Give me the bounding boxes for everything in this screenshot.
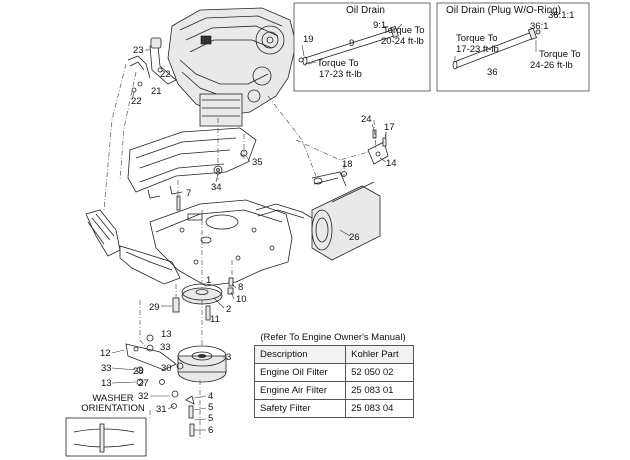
callout-4: 4 bbox=[208, 391, 213, 402]
belt-guard bbox=[85, 209, 181, 285]
clutch-hardware bbox=[136, 334, 195, 437]
bolt-10 bbox=[227, 287, 234, 295]
callout-36-1-1: 36:1:1 bbox=[548, 10, 574, 21]
inset-oil-drain-oring: Oil Drain (Plug W/O-Ring) Torque To 17-2… bbox=[436, 2, 590, 92]
table-row: Engine Air Filter 25 083 01 bbox=[253, 381, 414, 400]
callout-17: 17 bbox=[384, 122, 395, 133]
inset-oil-drain-torque-b-line1: Torque To bbox=[317, 58, 359, 69]
washer-label-line2: ORIENTATION bbox=[81, 403, 145, 414]
inset-oil-drain-torque-a-line2: 20-24 ft-lb bbox=[381, 36, 424, 47]
inset-oil-drain: Oil Drain Torque To 20-24 ft-lb Torque T… bbox=[293, 2, 431, 92]
washer-orientation-detail bbox=[65, 417, 147, 457]
spacer-29 bbox=[172, 297, 180, 313]
callout-3: 3 bbox=[226, 352, 231, 363]
callout-24: 24 bbox=[361, 114, 372, 125]
callout-13-b: 13 bbox=[101, 378, 112, 389]
callout-6: 6 bbox=[208, 425, 213, 436]
callout-33-a: 33 bbox=[160, 342, 171, 353]
inset-oil-drain-torque-a-line1: Torque To bbox=[383, 25, 425, 36]
callout-30: 30 bbox=[161, 363, 172, 374]
callout-22-b: 22 bbox=[131, 96, 142, 107]
row-description: Engine Oil Filter bbox=[253, 363, 347, 382]
callout-22-a: 22 bbox=[160, 69, 171, 80]
callout-27: 27 bbox=[138, 378, 149, 389]
callout-leaders bbox=[111, 49, 387, 431]
engine-parts-reference: (Refer To Engine Owner's Manual) Descrip… bbox=[248, 332, 418, 418]
callout-2: 2 bbox=[226, 304, 231, 315]
inset-oil-drain-oring-torque-a-line2: 17-23 ft-lb bbox=[456, 44, 499, 55]
row-part: 25 083 04 bbox=[345, 399, 414, 418]
callout-13-a: 13 bbox=[161, 329, 172, 340]
callout-36: 36 bbox=[487, 67, 498, 78]
breather-hose bbox=[127, 55, 151, 93]
inset-oil-drain-oring-torque-a-line1: Torque To bbox=[456, 33, 498, 44]
muffler-26 bbox=[311, 181, 381, 261]
callout-34: 34 bbox=[211, 182, 222, 193]
callout-18: 18 bbox=[342, 159, 353, 170]
parts-note-title: (Refer To Engine Owner's Manual) bbox=[260, 332, 406, 343]
washer-orientation-label: WASHER ORIENTATION bbox=[68, 394, 158, 414]
callout-5-b: 5 bbox=[208, 413, 213, 424]
row-part: 25 083 01 bbox=[345, 381, 414, 400]
callout-14: 14 bbox=[386, 158, 397, 169]
table-row: Safety Filter 25 083 04 bbox=[253, 399, 414, 418]
callout-11: 11 bbox=[210, 314, 220, 325]
callout-28: 28 bbox=[133, 366, 144, 377]
callout-9-1: 9:1 bbox=[373, 20, 386, 31]
exhaust-pipe bbox=[255, 171, 347, 219]
callout-19: 19 bbox=[303, 34, 314, 45]
col-part-header: Kohler Part bbox=[345, 345, 414, 364]
callout-10: 10 bbox=[236, 294, 247, 305]
table-row: Engine Oil Filter 52 050 02 bbox=[253, 363, 414, 382]
callout-8: 8 bbox=[238, 282, 243, 293]
callout-31: 31 bbox=[156, 404, 167, 415]
callout-9: 9 bbox=[349, 38, 354, 49]
engine-mount-plate bbox=[149, 199, 293, 287]
inset-oil-drain-oring-title: Oil Drain (Plug W/O-Ring) bbox=[446, 5, 561, 16]
callout-35: 35 bbox=[252, 157, 263, 168]
callout-23: 23 bbox=[133, 45, 144, 56]
parts-table-header: Description Kohler Part bbox=[253, 345, 414, 364]
bolt-8 bbox=[228, 277, 234, 287]
shroud-plate bbox=[127, 127, 257, 199]
inset-oil-drain-oring-torque-b-line2: 24-26 ft-lb bbox=[530, 60, 573, 71]
parts-table: Description Kohler Part Engine Oil Filte… bbox=[253, 345, 414, 418]
callout-21: 21 bbox=[151, 86, 162, 97]
inset-oil-drain-torque-b-line2: 17-23 ft-lb bbox=[319, 69, 362, 80]
row-description: Safety Filter bbox=[253, 399, 347, 418]
callout-12: 12 bbox=[100, 348, 111, 359]
engine-assembly bbox=[149, 7, 297, 127]
washer-label-line1: WASHER bbox=[92, 393, 134, 404]
callout-36-1: 36:1 bbox=[530, 21, 549, 32]
callout-32: 32 bbox=[138, 391, 149, 402]
col-description-header: Description bbox=[253, 345, 347, 364]
callout-26: 26 bbox=[349, 232, 360, 243]
pto-clutch-3 bbox=[177, 345, 227, 383]
inset-oil-drain-oring-torque-b-line1: Torque To bbox=[539, 49, 581, 60]
callout-7: 7 bbox=[186, 188, 191, 199]
assembly-centerlines bbox=[103, 63, 387, 440]
callout-labels: 9:1 19 9 36:1:1 36:1 36 23 22 21 22 35 3… bbox=[100, 10, 574, 436]
callout-33-b: 33 bbox=[101, 363, 112, 374]
callout-29: 29 bbox=[149, 302, 160, 313]
clutch-bracket-12 bbox=[125, 343, 177, 371]
inset-oil-drain-title: Oil Drain bbox=[346, 5, 385, 16]
bolt-7 bbox=[176, 195, 181, 211]
row-part: 52 050 02 bbox=[345, 363, 414, 382]
callout-1: 1 bbox=[206, 275, 211, 286]
bolt-11 bbox=[205, 305, 211, 321]
callout-5-a: 5 bbox=[208, 402, 213, 413]
row-description: Engine Air Filter bbox=[253, 381, 347, 400]
muffler-bracket-14 bbox=[367, 141, 389, 165]
